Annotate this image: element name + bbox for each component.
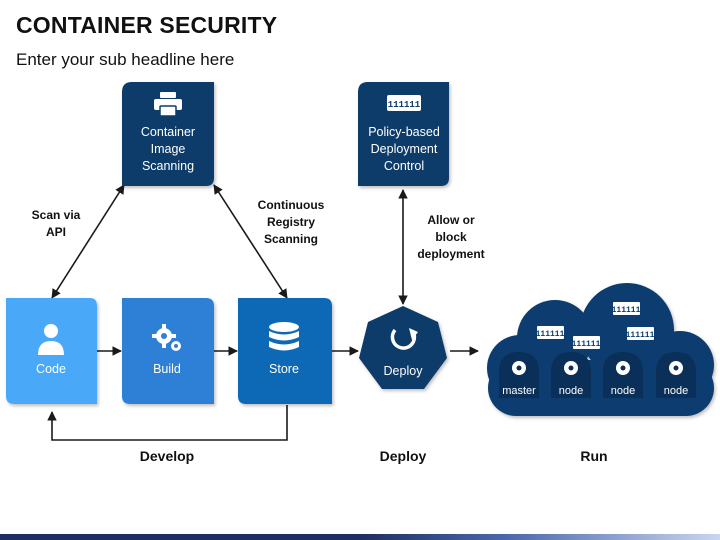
refresh-icon xyxy=(390,328,418,350)
scanning-label-line2: Image xyxy=(151,142,186,156)
cluster-node-3: node xyxy=(656,352,696,398)
database-icon xyxy=(269,322,299,351)
svg-text:111111: 111111 xyxy=(388,100,421,110)
policy-label-line2: Deployment xyxy=(371,142,438,156)
printer-icon xyxy=(154,92,182,117)
cluster-node-1: node xyxy=(551,352,591,398)
deploy-node: Deploy xyxy=(359,306,447,389)
registry-scanning-line1: Continuous xyxy=(258,198,325,212)
code-box: Code xyxy=(6,298,97,404)
allow-block-line1: Allow or xyxy=(427,213,475,227)
deploy-label: Deploy xyxy=(384,364,424,378)
cluster-node-2: node xyxy=(603,352,643,398)
scanning-label-line1: Container xyxy=(141,125,195,139)
binary-code-icon: 111111 xyxy=(612,302,641,315)
arrow-feedback-loop xyxy=(47,405,288,441)
stage-label-run: Run xyxy=(580,448,607,464)
gear-icon xyxy=(564,361,578,375)
gear-icon xyxy=(512,361,526,375)
scanning-label-line3: Scanning xyxy=(142,159,194,173)
store-label: Store xyxy=(269,362,299,376)
page-title: CONTAINER SECURITY xyxy=(16,12,278,38)
registry-scanning-line2: Registry xyxy=(267,215,315,229)
allow-block-line3: deployment xyxy=(417,247,484,261)
registry-scanning-line3: Scanning xyxy=(264,232,318,246)
node-label-2: node xyxy=(611,385,635,397)
code-label: Code xyxy=(36,362,66,376)
binary-code-icon: 111111 xyxy=(536,326,565,339)
node-label-master: master xyxy=(502,385,536,397)
binary-code-icon: 111111 xyxy=(387,95,421,111)
stage-label-deploy: Deploy xyxy=(380,448,427,464)
gear-icon xyxy=(616,361,630,375)
build-label: Build xyxy=(153,362,181,376)
svg-text:111111: 111111 xyxy=(572,340,601,349)
cluster-containers: 111111 111111 111111 111111 xyxy=(536,302,655,349)
connectors xyxy=(47,184,479,441)
scan-via-api-line1: Scan via xyxy=(32,208,81,222)
user-icon xyxy=(38,324,64,355)
node-label-1: node xyxy=(559,385,583,397)
page-subtitle: Enter your sub headline here xyxy=(16,50,235,69)
stage-label-develop: Develop xyxy=(140,448,194,464)
scan-via-api-line2: API xyxy=(46,225,66,239)
arrow-scanning-store xyxy=(213,184,288,299)
binary-code-icon: 111111 xyxy=(626,327,655,340)
cluster-node-master: master xyxy=(499,352,539,398)
gear-icon xyxy=(669,361,683,375)
binary-code-icon: 111111 xyxy=(572,336,601,349)
build-box: Build xyxy=(122,298,214,404)
node-label-3: node xyxy=(664,385,688,397)
run-cluster-cloud: 111111 111111 111111 111111 master xyxy=(487,283,714,416)
store-box: Store xyxy=(238,298,332,404)
svg-text:111111: 111111 xyxy=(536,330,565,339)
policy-deployment-box: 111111 Policy-based Deployment Control xyxy=(358,82,449,186)
allow-block-line2: block xyxy=(435,230,467,244)
footer-accent-bar xyxy=(0,534,720,540)
policy-label-line3: Control xyxy=(384,159,424,173)
svg-text:111111: 111111 xyxy=(612,306,641,315)
policy-label-line1: Policy-based xyxy=(368,125,440,139)
arrow-code-scanning xyxy=(51,184,125,299)
gears-icon xyxy=(152,324,181,351)
svg-text:111111: 111111 xyxy=(626,331,655,340)
container-image-scanning-box: Container Image Scanning xyxy=(122,82,214,186)
